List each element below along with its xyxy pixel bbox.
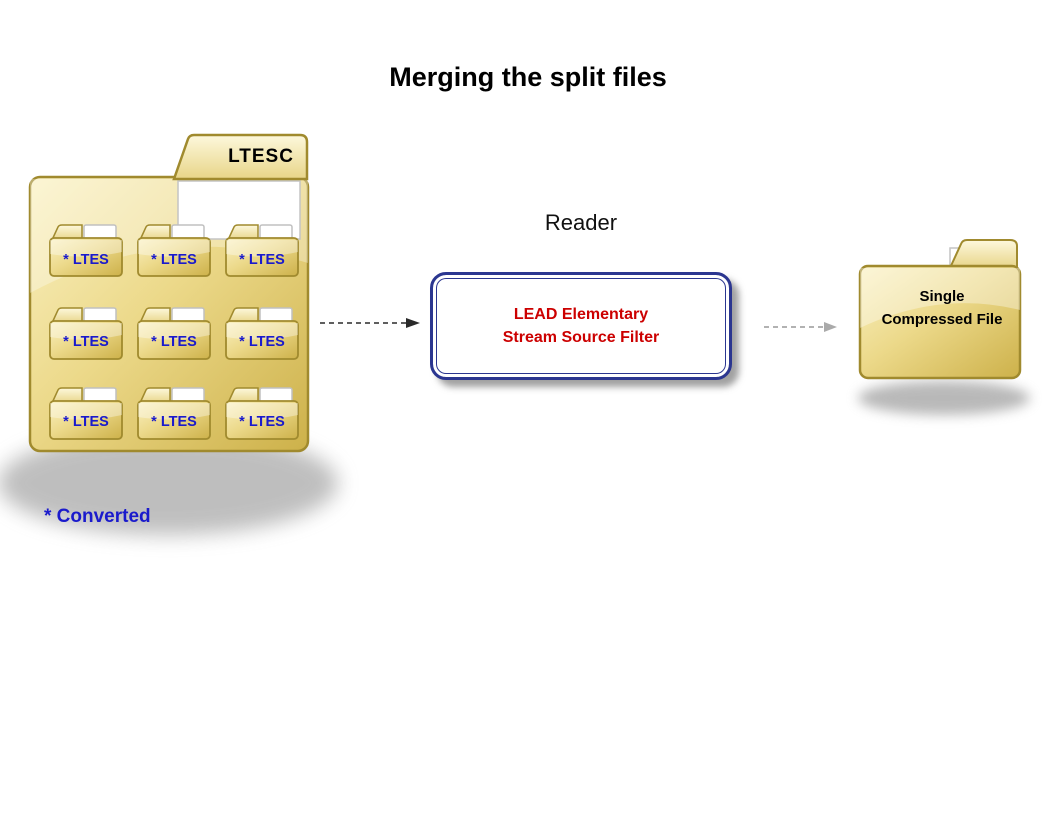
split-file-label: * LTES (63, 334, 109, 350)
split-file-label: * LTES (151, 414, 197, 430)
output-folder-label: Single Compressed File (881, 288, 1003, 328)
dashed-arrow-right-icon (320, 318, 420, 328)
main-folder-label: LTESC (228, 146, 294, 167)
main-folder-shadow (0, 431, 338, 535)
slide-title: Merging the split files (389, 62, 667, 92)
filter-label-line2: Stream Source Filter (502, 329, 660, 346)
dashed-arrow-right-icon (764, 322, 837, 332)
split-file-label: * LTES (239, 252, 285, 268)
filter-box: LEAD Elementary Stream Source Filter (430, 272, 732, 380)
split-file-label: * LTES (151, 252, 197, 268)
split-file-label: * LTES (63, 252, 109, 268)
split-file-label: * LTES (63, 414, 109, 430)
split-file-label: * LTES (151, 334, 197, 350)
output-folder-shadow (858, 381, 1030, 415)
split-file-label: * LTES (239, 414, 285, 430)
filter-label-line1: LEAD Elementary (513, 305, 649, 323)
converted-footnote: * Converted (44, 506, 151, 527)
output-folder-tab (948, 239, 1018, 269)
main-folder-tab (172, 133, 309, 181)
split-file-label: * LTES (239, 334, 285, 350)
reader-heading: Reader (544, 210, 618, 235)
output-folder-icon (858, 239, 1030, 415)
